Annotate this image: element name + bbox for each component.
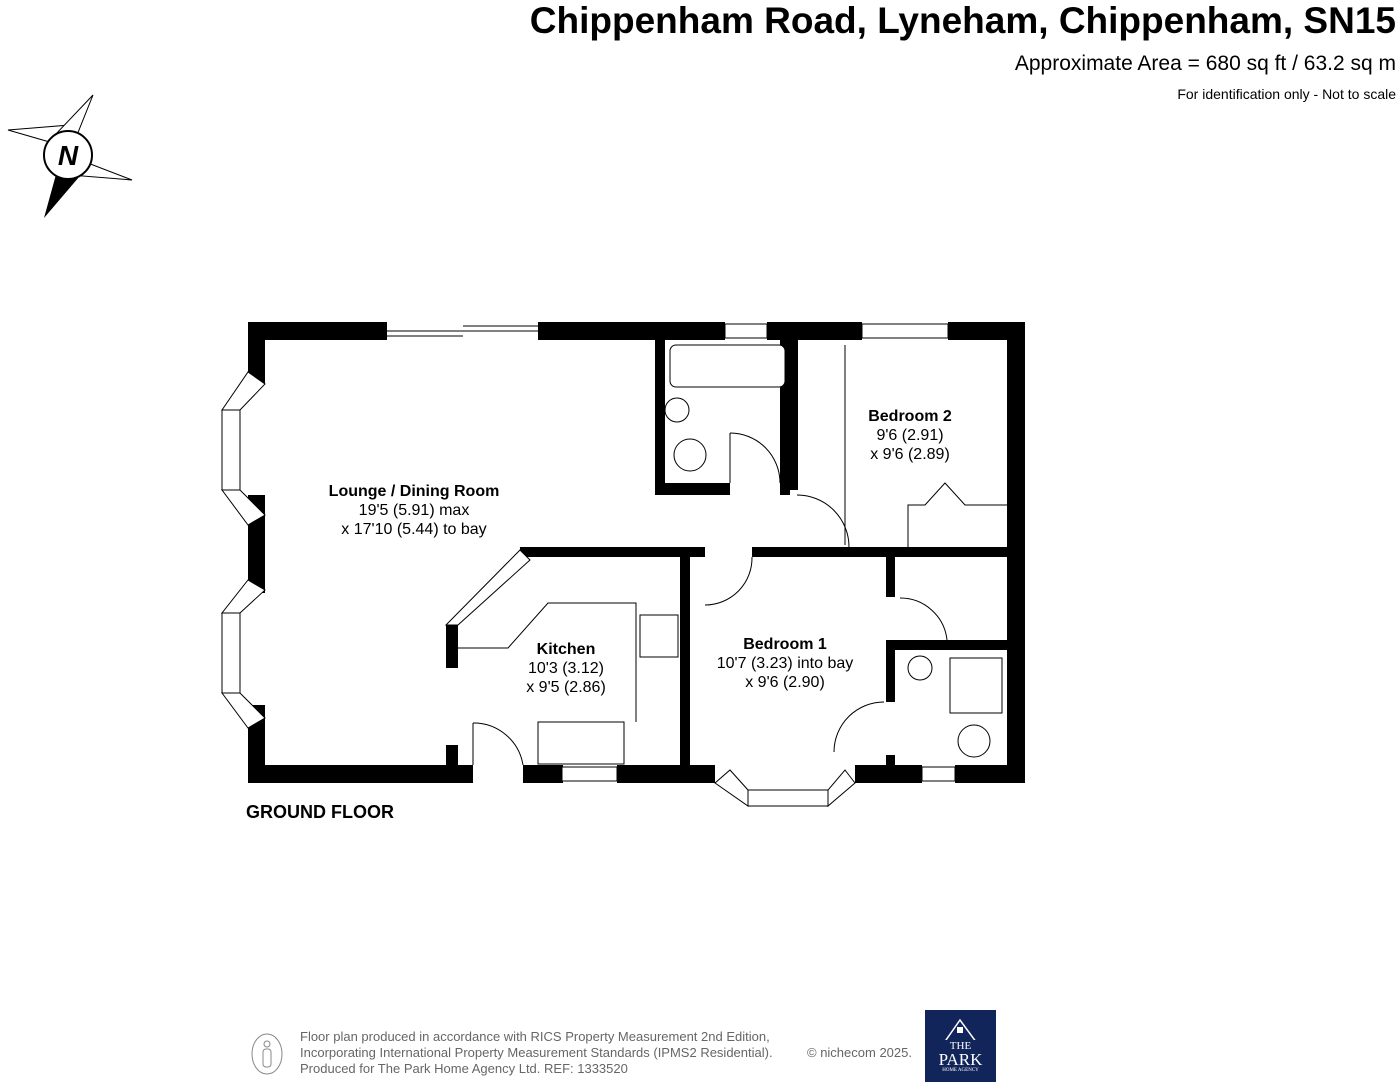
footer-line: Incorporating International Property Mea… xyxy=(300,1045,773,1060)
room-dim: x 9'5 (2.86) xyxy=(526,679,606,696)
room-dim: 10'7 (3.23) into bay xyxy=(716,655,854,672)
logo-text: THE xyxy=(949,1040,972,1052)
agency-logo: THE PARK HOME AGENCY xyxy=(925,1010,996,1082)
room-dim: x 9'6 (2.89) xyxy=(870,446,950,463)
footer-line: Produced for The Park Home Agency Ltd. R… xyxy=(300,1061,628,1076)
room-name: Bedroom 1 xyxy=(743,636,827,653)
windows xyxy=(220,323,1003,808)
room-bedroom-2: Bedroom 2 9'6 (2.91) x 9'6 (2.89) xyxy=(868,407,952,464)
footer-text: Floor plan produced in accordance with R… xyxy=(300,1029,773,1077)
room-dim: 19'5 (5.91) max xyxy=(358,502,470,519)
compass-north-label: N xyxy=(58,140,79,171)
copyright: © nichecom 2025. xyxy=(807,1045,912,1060)
room-bedroom-1: Bedroom 1 10'7 (3.23) into bay x 9'6 (2.… xyxy=(717,635,853,692)
room-dim: 10'3 (3.12) xyxy=(527,660,604,677)
floor-label: GROUND FLOOR xyxy=(246,802,394,822)
person-icon xyxy=(251,1033,283,1075)
logo-text: PARK xyxy=(938,1050,983,1069)
house-icon xyxy=(945,1018,976,1040)
room-name: Kitchen xyxy=(536,641,596,658)
footer-line: Floor plan produced in accordance with R… xyxy=(300,1029,770,1044)
approximate-area: Approximate Area = 680 sq ft / 63.2 sq m xyxy=(1014,52,1396,75)
room-dim: x 9'6 (2.90) xyxy=(745,674,825,691)
room-name: Bedroom 2 xyxy=(868,408,952,425)
room-dim: 9'6 (2.91) xyxy=(876,427,944,444)
doors xyxy=(458,345,1007,766)
room-dim: x 17'10 (5.44) to bay xyxy=(341,521,487,538)
walls xyxy=(248,322,1025,783)
scale-note: For identification only - Not to scale xyxy=(1177,86,1396,102)
room-kitchen: Kitchen 10'3 (3.12) x 9'5 (2.86) xyxy=(526,640,606,697)
room-name: Lounge / Dining Room xyxy=(328,483,500,500)
compass-icon: N xyxy=(7,94,133,218)
logo-text: HOME AGENCY xyxy=(942,1068,979,1073)
property-title: Chippenham Road, Lyneham, Chippenham, SN… xyxy=(529,0,1396,41)
room-lounge-dining: Lounge / Dining Room 19'5 (5.91) max x 1… xyxy=(329,482,500,539)
